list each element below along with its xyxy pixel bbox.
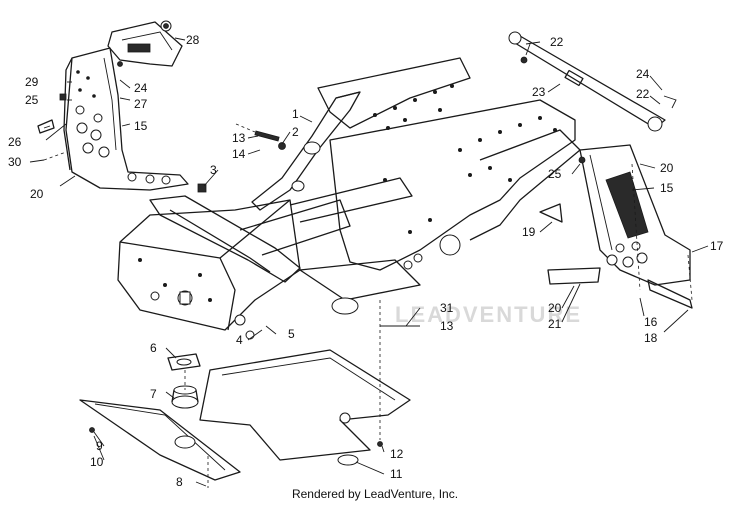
callout-30: 30: [8, 155, 22, 169]
callout-10: 10: [90, 455, 104, 469]
callout-24b: 24: [636, 67, 650, 81]
callout-26: 26: [8, 135, 22, 149]
callout-14: 14: [232, 147, 246, 161]
callout-18: 18: [644, 331, 658, 345]
callout-2: 2: [292, 125, 299, 139]
callout-21: 21: [548, 317, 562, 331]
callout-11: 11: [390, 467, 403, 481]
callout-24: 24: [134, 81, 148, 95]
callout-22b: 22: [636, 87, 650, 101]
left-small-parts: [37, 61, 123, 161]
callout-15b: 15: [660, 181, 674, 195]
callout-25: 25: [25, 93, 39, 107]
callout-5: 5: [288, 327, 295, 341]
callout-12: 12: [390, 447, 404, 461]
left-upper-bracket: [107, 20, 183, 67]
drain-plug: [89, 300, 383, 488]
callout-3: 3: [210, 163, 217, 177]
callout-13: 13: [232, 131, 246, 145]
right-footrest-bracket: [539, 144, 693, 309]
callout-8: 8: [176, 475, 183, 489]
callout-20: 20: [30, 187, 44, 201]
callout-labels: 28 29 25 24 27 26 15 30 20 1 2 13 14 3 4…: [8, 33, 724, 489]
callout-28: 28: [186, 33, 200, 47]
watermark-text: LEADVENTURE: [395, 302, 582, 327]
callout-20c: 20: [548, 301, 562, 315]
callout-4: 4: [236, 333, 243, 347]
callout-19: 19: [522, 225, 536, 239]
callout-20b: 20: [660, 161, 674, 175]
callout-6: 6: [150, 341, 157, 355]
belly-pan: [79, 349, 411, 481]
callout-22: 22: [550, 35, 564, 49]
callout-16: 16: [644, 315, 658, 329]
callout-15: 15: [134, 119, 148, 133]
callout-23: 23: [532, 85, 546, 99]
main-frame: [117, 57, 581, 340]
callout-25b: 25: [548, 167, 562, 181]
steering-boot: [167, 353, 201, 409]
callout-31: 31: [440, 301, 454, 315]
callout-17: 17: [710, 239, 724, 253]
left-footrest-bracket: [63, 47, 189, 191]
leader-lines: [29, 37, 709, 487]
callout-1: 1: [292, 107, 299, 121]
callout-7: 7: [150, 387, 157, 401]
callout-9: 9: [96, 439, 103, 453]
callout-29: 29: [25, 75, 39, 89]
bolt-13-14: [197, 123, 286, 193]
callout-13b: 13: [440, 319, 454, 333]
callout-27: 27: [134, 97, 148, 111]
render-credit: Rendered by LeadVenture, Inc.: [291, 487, 459, 501]
steering-post: [508, 31, 677, 132]
